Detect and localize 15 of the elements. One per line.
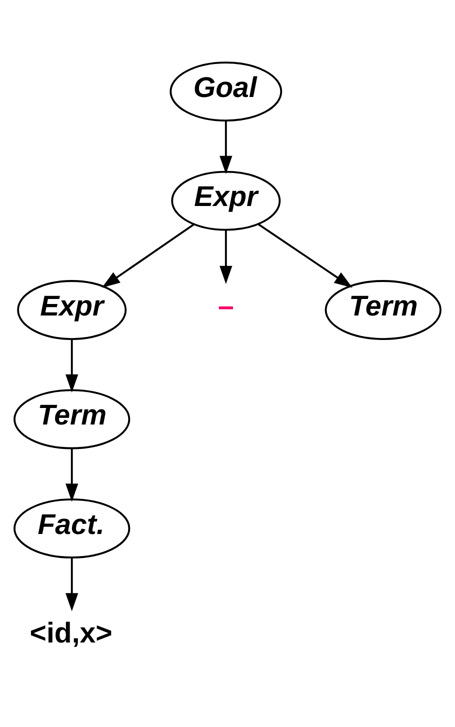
arrow <box>66 557 78 611</box>
arrow <box>258 223 352 288</box>
node-ellipse: Expr <box>171 170 281 230</box>
node-ellipse: Term <box>14 388 130 449</box>
node-text: <id,x> <box>30 616 112 649</box>
arrow <box>66 338 78 392</box>
arrow <box>102 223 195 288</box>
arrow <box>220 230 232 284</box>
node-ellipse: Fact. <box>14 498 130 558</box>
node-ellipse: Expr <box>17 280 127 340</box>
node-text: – <box>218 290 234 322</box>
node-ellipse: Term <box>324 280 442 340</box>
arrow <box>220 120 232 174</box>
node-ellipse: Goal <box>170 61 282 122</box>
arrow <box>66 448 78 502</box>
